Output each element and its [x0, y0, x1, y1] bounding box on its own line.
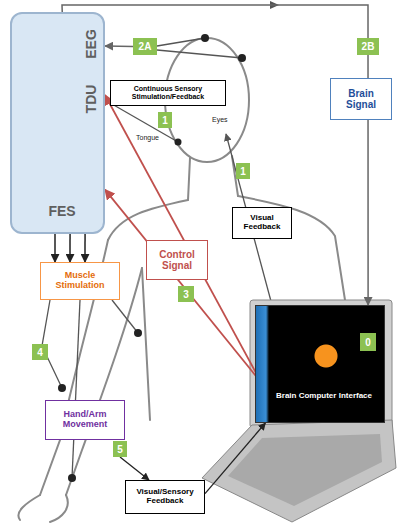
node-text: 5	[117, 444, 123, 455]
electrode-dot	[201, 34, 209, 42]
direction-arrow	[270, 1, 279, 9]
callout-number: 3	[178, 286, 194, 302]
connector	[54, 234, 56, 262]
callout-number: 2B	[357, 38, 379, 55]
connector	[105, 45, 133, 47]
node-text: Brain Signal	[339, 88, 383, 110]
connector	[120, 457, 149, 480]
electrode-dot	[68, 474, 76, 482]
node-text: 1	[162, 115, 168, 126]
laptop-base	[202, 420, 396, 522]
electrode-wire	[157, 38, 205, 46]
stimulation-wire	[72, 300, 80, 478]
electrode-dot	[175, 139, 182, 146]
torso-outline	[142, 268, 150, 420]
connector	[84, 234, 86, 262]
node-text: 2B	[362, 41, 375, 52]
neck-line	[188, 158, 190, 200]
callout-number: 1	[158, 112, 172, 128]
label-box: Continuous Sensory Stimulation/Feedback	[110, 80, 226, 106]
electrode-dot	[238, 54, 246, 62]
label-box: Visual/Sensory Feedback	[125, 480, 205, 514]
stimulation-wire	[112, 300, 138, 333]
hand-outline	[18, 495, 40, 520]
node-text: FES	[48, 204, 75, 219]
node-text: Visual Feedback	[235, 214, 289, 232]
laptop-keyboard	[228, 434, 382, 506]
node-text: Continuous Sensory Stimulation/Feedback	[113, 85, 223, 100]
laptop-lid	[250, 300, 392, 428]
callout-number: 5	[113, 441, 127, 457]
node-text: 0	[365, 337, 371, 348]
label-box: Brain Signal	[330, 78, 392, 120]
node-text: Brain Computer Interface	[276, 392, 372, 401]
device-box: EEG TDU FES	[10, 12, 105, 234]
node-text: 2A	[139, 41, 152, 52]
hand-outline	[50, 495, 68, 522]
connector	[62, 5, 368, 305]
callout-number: 4	[32, 344, 48, 360]
node-text: Muscle Stimulation	[43, 271, 117, 291]
node-text: 1	[240, 166, 246, 177]
label-box: Control Signal	[146, 240, 208, 280]
callout-number: 2A	[133, 38, 157, 55]
connector	[205, 423, 265, 494]
label-box: Muscle Stimulation	[40, 262, 120, 300]
electrode-dot	[134, 329, 142, 337]
node-text: Visual/Sensory Feedback	[128, 488, 202, 506]
arm-outline	[66, 268, 142, 495]
part-label: Eyes	[212, 116, 228, 123]
connector	[69, 234, 71, 262]
node-text: TDU	[84, 85, 99, 114]
laptop-screen: Brain Computer Interface 0	[255, 305, 385, 423]
node-text: Hand/Arm Movement	[48, 410, 122, 430]
node-text: EEG	[84, 29, 99, 59]
electrode-wire	[157, 50, 242, 58]
tongue-wire	[105, 100, 178, 142]
node-text: 3	[183, 289, 189, 300]
shoulder-line	[108, 200, 188, 240]
node-text: Control Signal	[149, 249, 205, 271]
callout-number: 0	[360, 333, 376, 351]
callout-number: 1	[236, 163, 250, 179]
node-text: 4	[37, 347, 43, 358]
label-box: Hand/Arm Movement	[45, 400, 125, 440]
part-label: Tongue	[136, 134, 159, 141]
label-box: Visual Feedback	[232, 207, 292, 239]
electrode-dot	[58, 384, 66, 392]
